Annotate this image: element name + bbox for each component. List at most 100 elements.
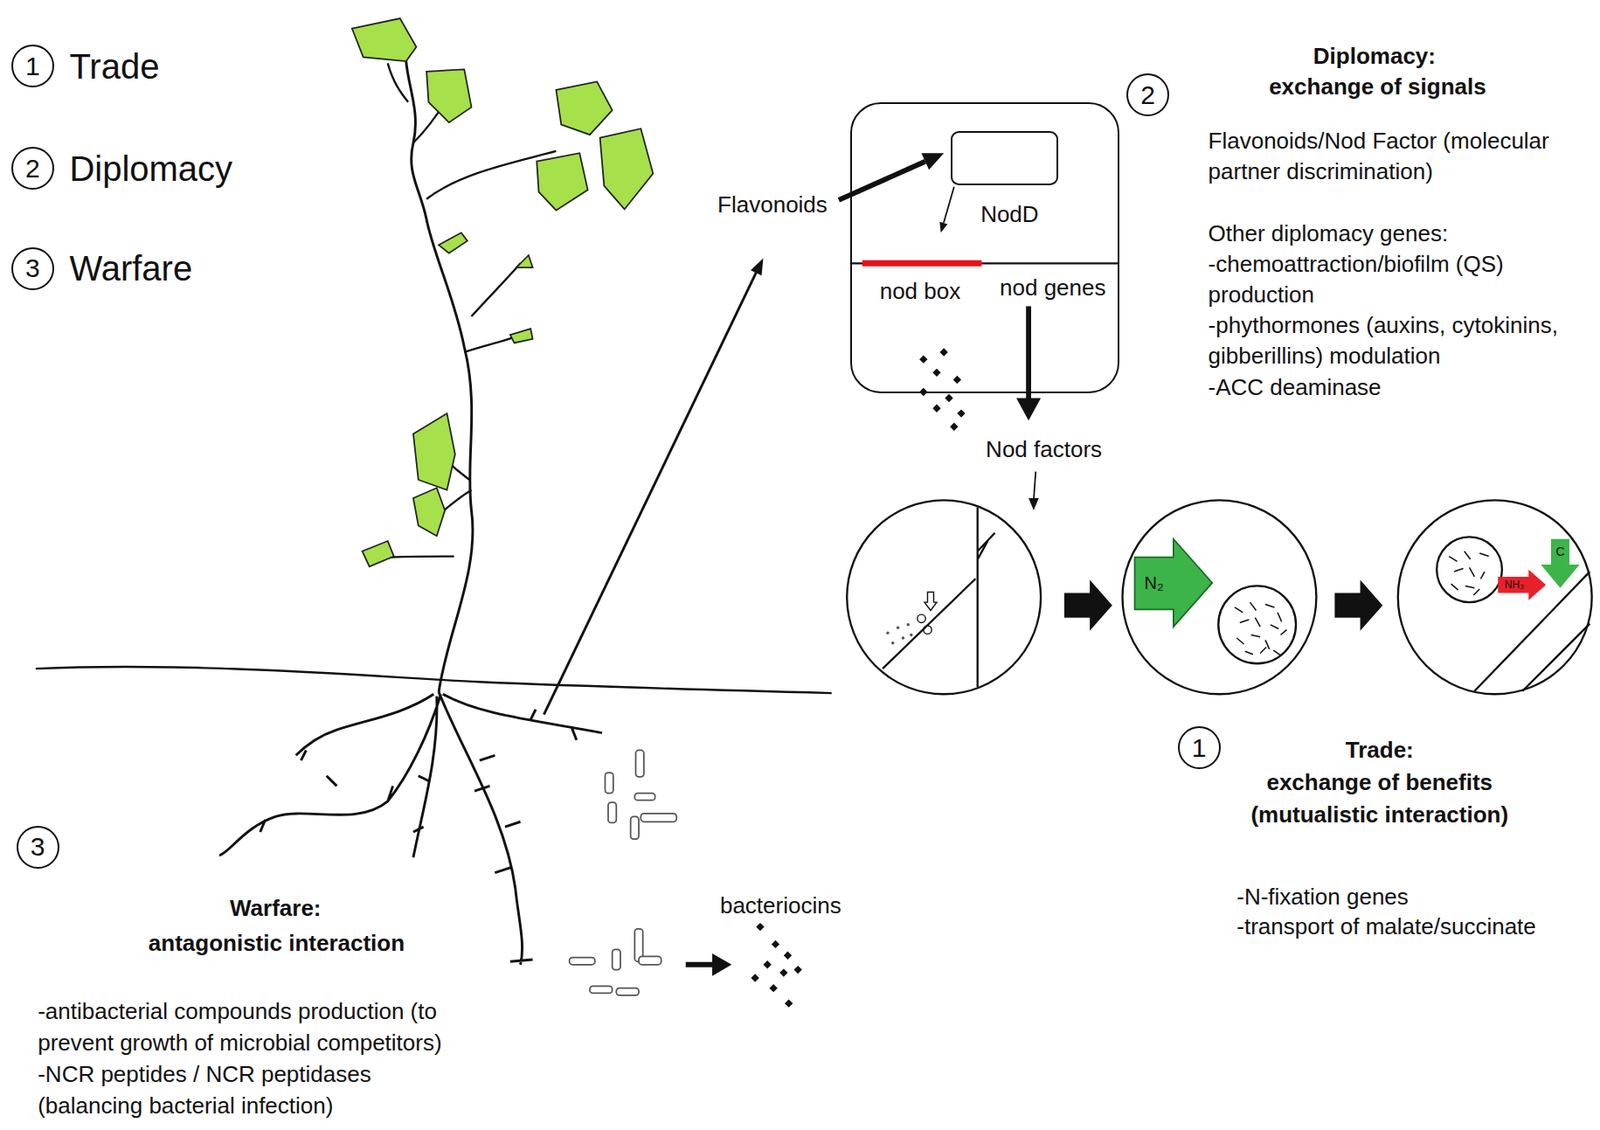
gene-note-holder: -antibacterial compounds production (to …	[37, 995, 458, 1059]
gene-note: -N-fixation genes	[1236, 882, 1409, 912]
callout-number: 2	[25, 155, 41, 182]
plant-stem	[385, 22, 473, 693]
gene-note-holder: -chemoattraction/biofilm (QS) production	[1208, 249, 1594, 311]
gene-note-holder: -NCR peptides / NCR peptidases (balancin…	[37, 1058, 458, 1122]
signal-label: Flavonoids	[717, 190, 828, 220]
nitrogen-arrow	[1135, 539, 1213, 627]
section-heading: Warfare:	[229, 893, 322, 923]
gene-note-holder: -ACC deaminase	[1208, 372, 1382, 403]
section-heading: Trade:	[1345, 735, 1414, 765]
activation-arrow	[943, 187, 955, 223]
arrow-head	[921, 152, 944, 170]
arrow-label-holder: C	[1555, 544, 1565, 561]
section-heading: exchange of signals	[1268, 72, 1487, 102]
callout-number: 2	[1140, 82, 1156, 109]
arrow-label-holder: N₂	[1144, 572, 1164, 595]
arrow-head	[1028, 498, 1039, 511]
bacterium-cell: nod box nod genes NodD	[850, 102, 1120, 394]
nod-box-segment	[862, 260, 983, 267]
leaf	[352, 18, 653, 567]
ammonia-arrow	[1497, 569, 1546, 601]
bacterium	[612, 948, 621, 970]
arrow-label-holder: NH₃	[1504, 578, 1524, 592]
zoom-circle	[1122, 499, 1317, 694]
gene-label: nod genes	[999, 273, 1106, 303]
section-heading-holder: exchange of benefits (mutualistic intera…	[1226, 766, 1533, 832]
signal-arrow	[1033, 471, 1036, 501]
protein-box: NodD	[950, 131, 1059, 186]
callout-number: 1	[25, 53, 41, 80]
bacterium	[569, 957, 596, 965]
signal-label-holder: Nod factors	[985, 435, 1102, 465]
gene-note-holder: -transport of malate/succinate	[1236, 912, 1537, 942]
callout-number: 1	[1191, 734, 1207, 762]
callout-circle: 2	[11, 146, 55, 190]
bacterium	[640, 813, 677, 822]
gene-label-holder: nod box	[879, 277, 962, 306]
arrow-head	[1016, 398, 1041, 422]
gene-note: -phythormones (auxins, cytokinins, gibbe…	[1208, 310, 1594, 372]
bacterium	[635, 749, 644, 776]
gene-note: -antibacterial compounds production (to …	[37, 995, 458, 1059]
step-arrow	[1064, 579, 1113, 631]
signal-label-holder: Flavonoids	[717, 190, 828, 220]
section-name: Trade	[69, 44, 160, 89]
gene-note: Other diplomacy genes:	[1208, 218, 1449, 250]
gene-note: -transport of malate/succinate	[1236, 912, 1537, 942]
step-arrow	[1334, 579, 1383, 631]
bacterium	[616, 988, 639, 996]
bacterium	[923, 625, 932, 634]
gene-label-holder: nod genes	[999, 273, 1106, 303]
plant-branch	[387, 62, 557, 557]
carbon-arrow	[1540, 539, 1580, 589]
section-name-holder: Diplomacy	[69, 146, 233, 191]
bacteriocin-arrow	[685, 962, 715, 968]
section-heading-holder: Warfare:	[229, 893, 322, 923]
plant-root	[219, 692, 603, 965]
attachment-arrow	[924, 591, 937, 610]
arrow-head	[939, 221, 948, 233]
callout-circle: 2	[1126, 73, 1170, 117]
gene-note: Flavonoids/Nod Factor (molecular partner…	[1208, 125, 1594, 188]
bacterium	[638, 955, 662, 964]
bacterium	[589, 985, 613, 993]
gene-label: nod box	[879, 277, 962, 306]
gene-note-holder: -phythormones (auxins, cytokinins, gibbe…	[1208, 310, 1594, 372]
callout-circle: 1	[11, 44, 55, 88]
gene-note-holder: Flavonoids/Nod Factor (molecular partner…	[1208, 125, 1594, 188]
zoom-circle	[846, 499, 1041, 694]
gene-note: -chemoattraction/biofilm (QS) production	[1208, 249, 1594, 311]
bacterium	[608, 802, 617, 823]
nod-factor-dots	[919, 347, 966, 431]
arrow-head	[750, 258, 763, 277]
bacteria-dots	[886, 623, 913, 645]
bacterium	[917, 614, 926, 623]
arrow-label: NH₃	[1504, 578, 1524, 592]
gene-note: -ACC deaminase	[1208, 372, 1382, 403]
bacterium	[604, 772, 613, 793]
dna-line	[850, 262, 1120, 264]
callout-number: 3	[25, 255, 41, 282]
root-hair	[882, 507, 995, 688]
arrow-head	[712, 953, 732, 977]
gene-note: -NCR peptides / NCR peptidases (balancin…	[37, 1058, 458, 1122]
bacteroids	[1234, 602, 1288, 656]
bacteroids	[1448, 551, 1490, 596]
section-name-holder: Trade	[69, 44, 160, 89]
zoom-circle	[1398, 499, 1593, 694]
gene-note-holder: -N-fixation genes	[1236, 882, 1409, 912]
section-heading: Diplomacy:	[1313, 41, 1436, 71]
section-heading-holder: Diplomacy:	[1313, 41, 1436, 71]
zoom-line	[543, 272, 756, 715]
section-heading: antagonistic interaction	[148, 928, 405, 958]
arrow-label: N₂	[1144, 572, 1164, 595]
bacterium	[630, 816, 639, 839]
protein-label: NodD	[980, 200, 1039, 229]
section-heading-holder: antagonistic interaction	[148, 928, 405, 958]
signal-label: Nod factors	[985, 435, 1102, 465]
bacterium	[634, 793, 655, 801]
callout-circle: 3	[11, 247, 55, 291]
section-heading-holder: exchange of signals	[1268, 72, 1487, 102]
callout-circle: 1	[1177, 726, 1221, 769]
